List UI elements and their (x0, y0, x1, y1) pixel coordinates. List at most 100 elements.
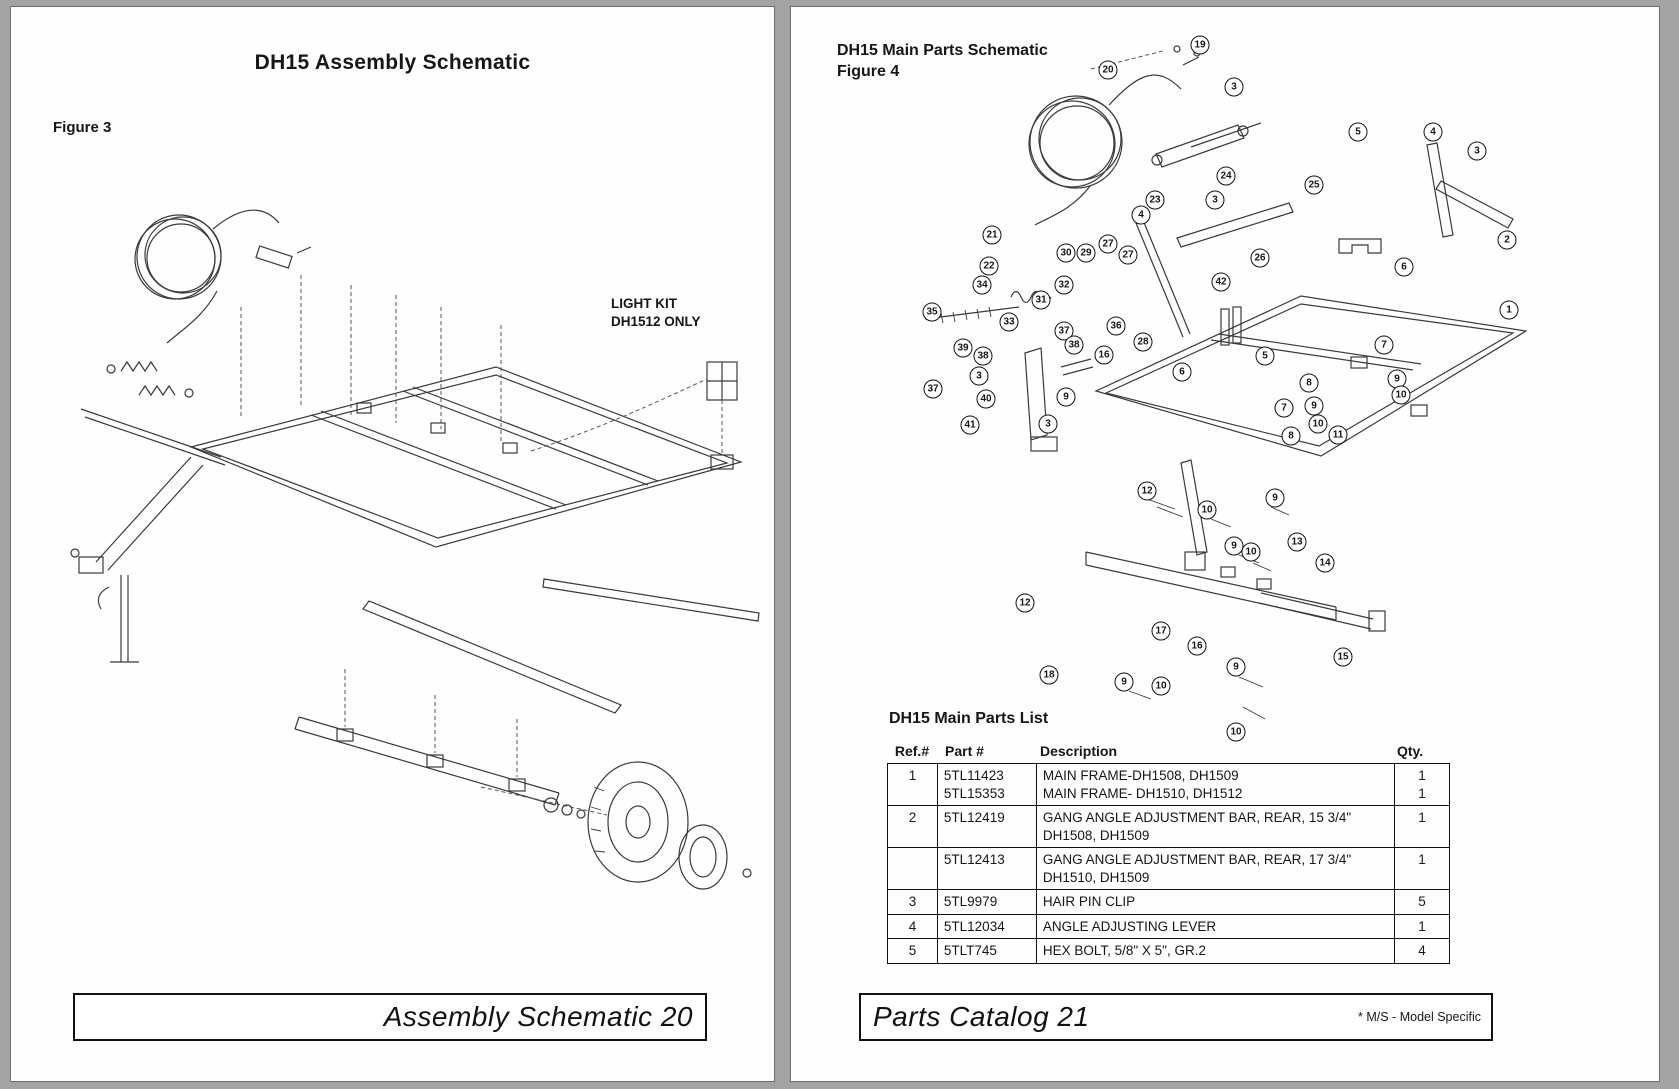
cell-ref: 3 (887, 889, 938, 915)
left-figure-label: Figure 3 (53, 119, 112, 136)
cell-ref: 5 (887, 938, 938, 964)
callout-4: 4 (1131, 205, 1151, 225)
callout-30: 30 (1056, 243, 1076, 263)
hose-coil-shape (134, 209, 280, 344)
right-page: DH15 Main Parts Schematic Figure 4 (790, 6, 1660, 1082)
callout-2: 2 (1497, 230, 1517, 250)
callout-8: 8 (1281, 426, 1301, 446)
callout-10: 10 (1226, 722, 1246, 742)
cell-ref (887, 847, 938, 891)
callout-3: 3 (969, 366, 989, 386)
callout-20: 20 (1098, 60, 1118, 80)
parts-table: 1 5TL11423 5TL15353 MAIN FRAME-DH1508, D… (887, 762, 1450, 964)
cell-part: 5TL12413 (936, 847, 1037, 891)
callout-10: 10 (1308, 414, 1328, 434)
callout-1: 1 (1499, 300, 1519, 320)
callout-7: 7 (1274, 398, 1294, 418)
callout-5: 5 (1255, 346, 1275, 366)
cell-qty: 5 (1394, 889, 1450, 915)
cell-desc: HEX BOLT, 5/8" X 5", GR.2 (1035, 938, 1396, 964)
callout-27: 27 (1118, 245, 1138, 265)
cell-desc: GANG ANGLE ADJUSTMENT BAR, REAR, 15 3/4"… (1035, 805, 1396, 849)
main-parts-schematic-drawing (924, 45, 1528, 720)
right-page-footer: Parts Catalog 21 * M/S - Model Specific (859, 993, 1493, 1041)
callout-22: 22 (979, 256, 999, 276)
cell-desc: ANGLE ADJUSTING LEVER (1035, 913, 1396, 940)
callout-10: 10 (1391, 385, 1411, 405)
callout-9: 9 (1114, 672, 1134, 692)
cell-part: 5TL11423 5TL15353 (936, 762, 1037, 807)
model-specific-note: * M/S - Model Specific (1358, 1010, 1481, 1024)
callout-35: 35 (922, 302, 942, 322)
callout-11: 11 (1328, 425, 1348, 445)
callout-25: 25 (1304, 175, 1324, 195)
table-row: 5 5TLT745 HEX BOLT, 5/8" X 5", GR.2 4 (887, 938, 1450, 964)
callout-6: 6 (1172, 362, 1192, 382)
callout-31: 31 (1031, 290, 1051, 310)
parts-list-heading: DH15 Main Parts List (889, 710, 1049, 727)
callout-3: 3 (1205, 190, 1225, 210)
callout-27: 27 (1098, 234, 1118, 254)
callout-24: 24 (1216, 166, 1236, 186)
parts-table-header: Ref.# Part # Description Qty. (887, 743, 1450, 759)
assembly-schematic-drawing (70, 209, 760, 890)
cell-part: 5TL9979 (936, 889, 1037, 915)
callout-38: 38 (973, 346, 993, 366)
cell-desc: GANG ANGLE ADJUSTMENT BAR, REAR, 17 3/4"… (1035, 847, 1396, 891)
cell-desc: HAIR PIN CLIP (1035, 889, 1396, 915)
callout-26: 26 (1250, 248, 1270, 268)
table-row: 4 5TL12034 ANGLE ADJUSTING LEVER 1 (887, 913, 1450, 940)
right-page-title: DH15 Main Parts Schematic Figure 4 (837, 41, 1048, 83)
cell-ref: 1 (887, 762, 938, 807)
table-row: 5TL12413 GANG ANGLE ADJUSTMENT BAR, REAR… (887, 847, 1450, 891)
callout-17: 17 (1151, 621, 1171, 641)
callout-32: 32 (1054, 275, 1074, 295)
callout-19: 19 (1190, 35, 1210, 55)
callout-8: 8 (1299, 373, 1319, 393)
callout-36: 36 (1106, 316, 1126, 336)
callout-12: 12 (1015, 593, 1035, 613)
callout-28: 28 (1133, 332, 1153, 352)
callout-16: 16 (1094, 345, 1114, 365)
callout-40: 40 (976, 389, 996, 409)
callout-10: 10 (1241, 542, 1261, 562)
callout-33: 33 (999, 312, 1019, 332)
left-page: DH15 Assembly Schematic Figure 3 (10, 6, 775, 1082)
callout-5: 5 (1348, 122, 1368, 142)
cell-qty: 1 (1394, 847, 1450, 891)
cell-ref: 2 (887, 805, 938, 849)
table-row: 1 5TL11423 5TL15353 MAIN FRAME-DH1508, D… (887, 762, 1450, 807)
col-header-qty: Qty. (1397, 743, 1424, 759)
callout-15: 15 (1333, 647, 1353, 667)
cell-qty: 1 1 (1394, 762, 1450, 807)
cell-qty: 4 (1394, 938, 1450, 964)
callout-23: 23 (1145, 190, 1165, 210)
callout-10: 10 (1197, 500, 1217, 520)
callout-3: 3 (1467, 141, 1487, 161)
callout-21: 21 (982, 225, 1002, 245)
callout-9: 9 (1304, 396, 1324, 416)
callout-38: 38 (1064, 335, 1084, 355)
cell-part: 5TL12034 (936, 913, 1037, 940)
callout-16: 16 (1187, 636, 1207, 656)
callout-7: 7 (1374, 335, 1394, 355)
left-footer-text: Assembly Schematic 20 (383, 1001, 693, 1032)
callout-9: 9 (1226, 657, 1246, 677)
cell-part: 5TLT745 (936, 938, 1037, 964)
callout-13: 13 (1287, 532, 1307, 552)
callout-9: 9 (1265, 488, 1285, 508)
cell-part: 5TL12419 (936, 805, 1037, 849)
callout-34: 34 (972, 275, 992, 295)
callout-39: 39 (953, 338, 973, 358)
table-row: 2 5TL12419 GANG ANGLE ADJUSTMENT BAR, RE… (887, 805, 1450, 849)
callout-10: 10 (1151, 676, 1171, 696)
left-page-title: DH15 Assembly Schematic (254, 51, 531, 74)
callout-41: 41 (960, 415, 980, 435)
callout-18: 18 (1039, 665, 1059, 685)
cell-ref: 4 (887, 913, 938, 940)
callout-3: 3 (1224, 77, 1244, 97)
right-figure-label: Figure 4 (837, 62, 900, 80)
cell-qty: 1 (1394, 805, 1450, 849)
col-header-part: Part # (945, 743, 984, 759)
